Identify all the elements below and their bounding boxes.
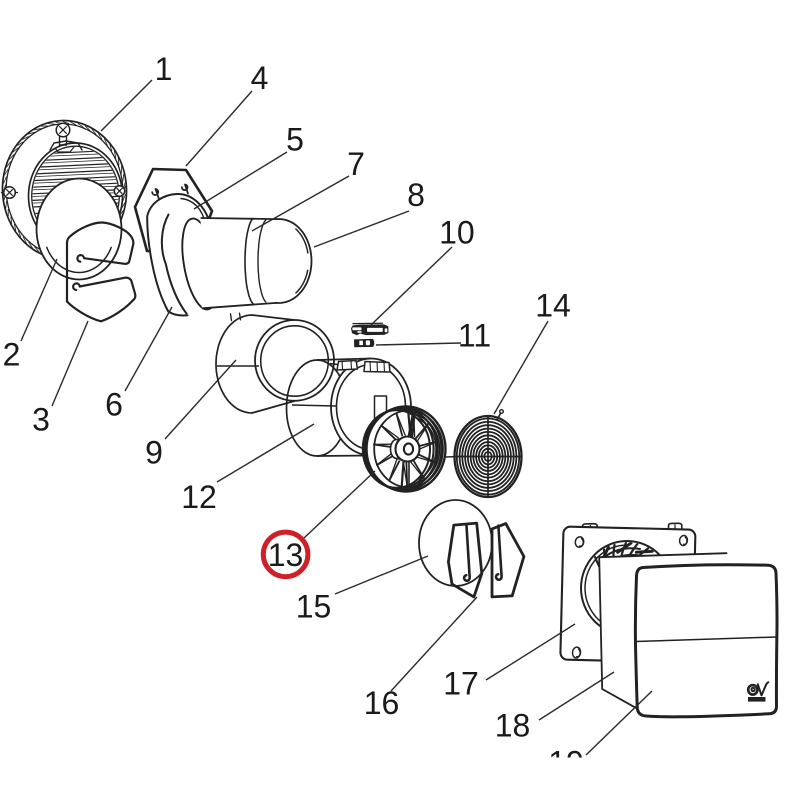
svg-text:7: 7 (347, 146, 365, 182)
svg-text:15: 15 (296, 589, 332, 625)
svg-text:4: 4 (251, 60, 269, 96)
svg-text:2: 2 (3, 337, 21, 373)
svg-text:5: 5 (286, 122, 304, 158)
svg-text:8: 8 (407, 177, 425, 213)
svg-text:11: 11 (458, 318, 491, 354)
svg-text:14: 14 (535, 288, 571, 324)
svg-text:3: 3 (32, 402, 50, 438)
svg-text:1: 1 (155, 51, 173, 87)
svg-text:6: 6 (105, 387, 123, 423)
svg-text:13: 13 (268, 537, 304, 573)
svg-text:10: 10 (439, 215, 475, 251)
svg-text:12: 12 (181, 479, 217, 515)
svg-text:17: 17 (443, 666, 479, 702)
svg-text:16: 16 (364, 685, 400, 721)
svg-text:18: 18 (495, 708, 531, 744)
svg-text:9: 9 (145, 435, 163, 471)
